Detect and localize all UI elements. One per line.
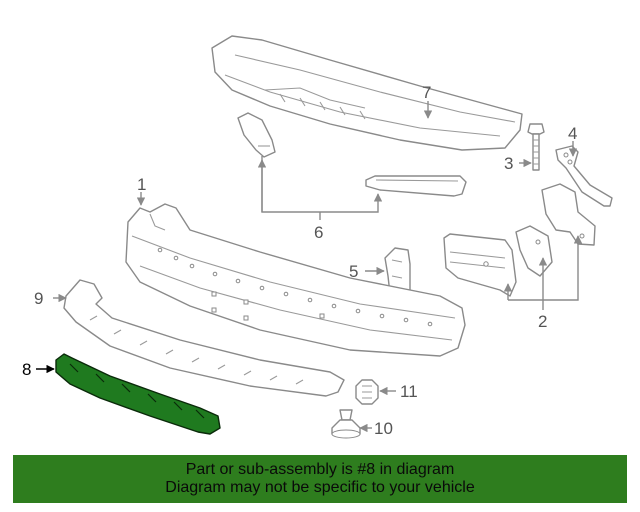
callout-11: 11 [400, 382, 418, 401]
callout-1: 1 [137, 175, 146, 194]
bumper-mount-holes [157, 247, 433, 327]
callout-8: 8 [22, 360, 31, 379]
info-banner: Part or sub-assembly is #8 in diagram Di… [13, 455, 627, 503]
callout-5: 5 [349, 262, 358, 281]
callout-3: 3 [504, 154, 513, 173]
upper-fascia-part [211, 35, 523, 151]
banner-line-1: Part or sub-assembly is #8 in diagram [185, 461, 455, 478]
filler-right-part [365, 175, 467, 197]
clip-part [355, 379, 379, 405]
leader-lines [36, 101, 583, 433]
callout-7: 7 [422, 83, 431, 102]
retainer-part [331, 409, 361, 439]
callout-6: 6 [314, 223, 323, 242]
air-deflector-part-highlighted [55, 353, 221, 435]
bumper-part [125, 203, 466, 357]
callout-4: 4 [568, 124, 577, 143]
banner-line-2: Diagram may not be specific to your vehi… [165, 479, 475, 496]
bolt-part [527, 123, 545, 171]
lower-valance-part [63, 279, 345, 397]
mounting-bracket-part [443, 183, 596, 297]
filler-left-part [237, 112, 276, 158]
callout-2: 2 [538, 312, 547, 331]
callout-9: 9 [34, 289, 43, 308]
small-bracket-part [384, 247, 411, 299]
callout-10: 10 [374, 419, 393, 438]
